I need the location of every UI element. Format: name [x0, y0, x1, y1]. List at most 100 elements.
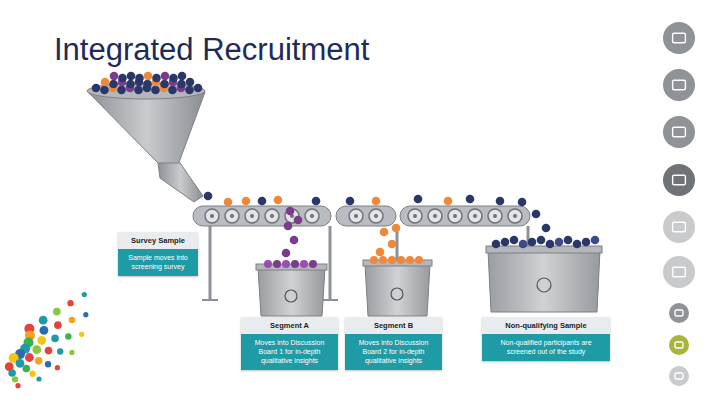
sample-ball: [177, 80, 186, 89]
decor-dot: [57, 348, 63, 354]
participant-ball: [546, 240, 555, 249]
decor-dot: [35, 357, 43, 365]
participant-ball: [501, 238, 510, 247]
sample-ball: [161, 72, 170, 81]
sample-ball: [100, 86, 109, 95]
roller-axle: [354, 214, 358, 218]
sample-ball: [127, 72, 136, 81]
participant-ball: [388, 256, 396, 264]
participant-ball: [380, 228, 389, 237]
participant-ball: [282, 260, 290, 268]
participant-ball: [286, 207, 295, 216]
icon-glyph: [673, 175, 686, 185]
participant-ball: [406, 256, 414, 264]
participant-ball: [264, 260, 272, 268]
participant-ball: [291, 260, 299, 268]
icon-glyph: [673, 127, 686, 137]
sample-ball: [135, 74, 144, 83]
roller-axle: [473, 214, 477, 218]
menu-icon: [663, 69, 695, 101]
participant-ball: [242, 197, 251, 206]
sample-ball: [143, 80, 152, 89]
participant-ball: [528, 238, 537, 247]
info-box: Segment BMoves into Discussion Board 2 f…: [345, 317, 442, 370]
roller: [428, 209, 442, 223]
roller: [205, 209, 219, 223]
decor-dot: [55, 365, 60, 370]
icon-glyph: [675, 373, 683, 379]
participant-ball: [309, 260, 317, 268]
decor-dot: [32, 345, 41, 354]
roller-axle: [230, 214, 234, 218]
roller: [508, 209, 522, 223]
participant-ball: [204, 192, 213, 201]
roller: [468, 209, 482, 223]
menu-icon: [669, 366, 689, 386]
sample-ball: [101, 78, 110, 87]
participant-ball: [415, 256, 423, 264]
decor-dot: [45, 347, 53, 355]
decor-dot: [83, 312, 88, 317]
participant-ball: [564, 236, 573, 245]
participant-ball: [466, 195, 475, 204]
roller-axle: [374, 214, 378, 218]
box-heading: Non-qualifying Sample: [482, 317, 610, 334]
participant-ball: [224, 198, 233, 207]
participant-ball: [294, 216, 303, 225]
decor-dot: [37, 336, 46, 345]
info-box: Survey SampleSample moves into screening…: [118, 232, 198, 276]
sample-ball: [194, 84, 203, 93]
sample-ball: [152, 74, 161, 83]
sample-balls: [92, 72, 203, 95]
roller-axle: [310, 214, 314, 218]
box-heading: Segment A: [241, 317, 338, 334]
roller-axle: [250, 214, 254, 218]
sample-ball: [160, 80, 169, 89]
roller: [305, 209, 319, 223]
roller-axle: [270, 214, 274, 218]
roller: [369, 209, 383, 223]
sample-ball: [185, 86, 194, 95]
decor-dot: [8, 369, 16, 377]
participant-ball: [284, 222, 293, 231]
participant-ball: [496, 197, 505, 206]
roller: [488, 209, 502, 223]
roller-axle: [210, 214, 214, 218]
participant-ball: [518, 198, 527, 207]
participant-ball: [555, 238, 564, 247]
roller: [225, 209, 239, 223]
menu-icon: [663, 22, 695, 54]
decor-dot: [45, 361, 51, 367]
decor-dot: [54, 321, 62, 329]
sample-ball: [169, 74, 178, 83]
roller-axle: [433, 214, 437, 218]
menu-icon: [663, 211, 695, 243]
decor-dot: [16, 359, 25, 368]
sample-ball: [151, 86, 160, 95]
decor-dot: [65, 333, 71, 339]
icon-glyph: [675, 310, 683, 316]
decor-dot: [23, 365, 31, 373]
icon-glyph: [675, 342, 683, 348]
participant-ball: [273, 260, 281, 268]
participant-ball: [300, 260, 308, 268]
participant-ball: [379, 256, 387, 264]
roller: [448, 209, 462, 223]
decor-dot: [53, 308, 61, 316]
menu-icon: [663, 164, 695, 196]
icon-glyph: [673, 33, 686, 43]
participant-ball: [537, 236, 546, 245]
icon-glyph: [673, 80, 686, 90]
roller-axle: [493, 214, 497, 218]
participant-ball: [312, 197, 321, 206]
decor-dot: [29, 371, 35, 377]
sample-ball: [117, 86, 126, 95]
sample-ball: [110, 72, 119, 81]
participant-ball: [519, 240, 528, 249]
decor-dot: [69, 350, 74, 355]
participant-ball: [346, 197, 355, 206]
participant-ball: [492, 240, 501, 249]
decor-dot: [12, 376, 18, 382]
decor-dot: [39, 316, 48, 325]
decor-dot: [82, 292, 87, 297]
